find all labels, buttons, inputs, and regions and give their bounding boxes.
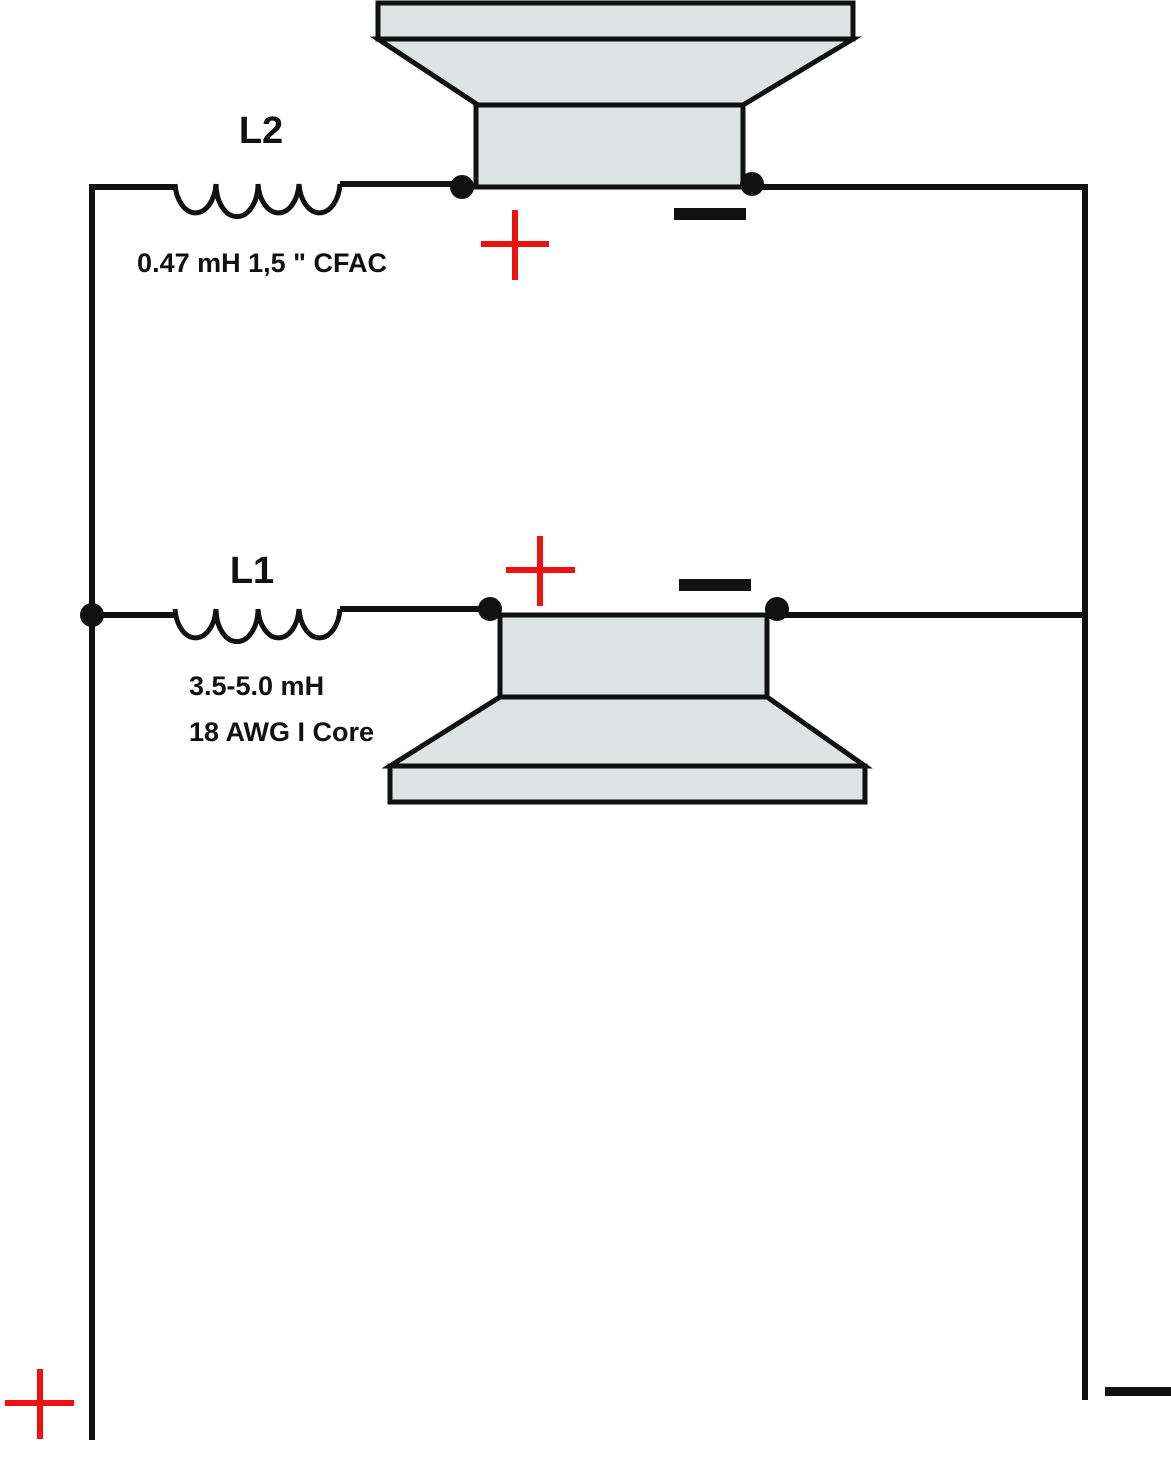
inductor-l1-spec-line-2: 18 AWG I Core — [189, 717, 374, 747]
top-speaker-magnet — [473, 102, 746, 190]
plus-polarity-icon — [481, 210, 549, 280]
node-top-speaker-plus — [450, 175, 474, 199]
bottom-speaker-cone — [381, 694, 873, 769]
minus-polarity-icon — [679, 579, 751, 591]
minus-polarity-icon — [1105, 1387, 1171, 1396]
polarity-markers — [5, 208, 1171, 1439]
top-speaker-frame — [375, 0, 856, 42]
node-top-speaker-minus — [740, 172, 764, 196]
inductor-l1-spec-line-1: 3.5-5.0 mH — [189, 671, 324, 701]
inductor-coil-icon — [172, 183, 343, 220]
node-bottom-speaker-plus — [478, 597, 502, 621]
wires — [89, 181, 1088, 1440]
bottom-speaker-frame — [387, 763, 868, 805]
minus-polarity-icon — [674, 208, 746, 220]
node-bottom-speaker-minus — [765, 597, 789, 621]
node-left-junction — [80, 603, 104, 627]
inductor-l2-spec: 0.47 mH 1,5 " CFAC — [137, 248, 387, 278]
plus-polarity-icon — [5, 1369, 74, 1439]
speaker-icon — [369, 0, 863, 190]
inductor-l1-name: L1 — [230, 550, 274, 592]
inductor-l1: L1 3.5-5.0 mH 18 AWG I Core — [172, 550, 374, 747]
plus-polarity-icon — [506, 536, 575, 606]
bottom-speaker-magnet — [497, 612, 770, 700]
inductor-coil-icon — [172, 608, 343, 645]
speaker-icon — [381, 612, 873, 805]
inductor-l2-name: L2 — [239, 110, 283, 152]
top-speaker-cone — [369, 36, 863, 108]
connection-nodes — [80, 172, 789, 627]
inductor-l2: L2 0.47 mH 1,5 " CFAC — [137, 110, 387, 278]
